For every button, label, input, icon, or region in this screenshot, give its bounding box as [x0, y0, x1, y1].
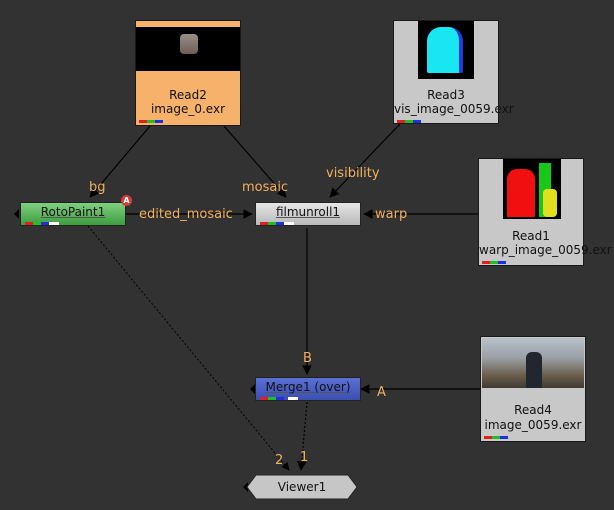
channel-indicator [288, 397, 298, 400]
viewer-node[interactable] [246, 474, 358, 500]
channel-indicator [397, 120, 405, 123]
rotopaint-label: RotoPaint1 [40, 205, 106, 219]
read1-thumbnail [503, 159, 561, 219]
viewer-label: Viewer1 [277, 480, 327, 494]
channel-indicator [49, 222, 59, 225]
channel-indicator [405, 120, 413, 123]
merge-node[interactable]: Merge1 (over) [255, 377, 361, 401]
channel-indicator [484, 436, 492, 439]
read4-thumbnail [482, 338, 584, 388]
channel-indicator [155, 120, 163, 123]
channel-indicator [276, 397, 284, 400]
input-arrow-rotopaint [14, 209, 19, 219]
channel-indicator [500, 436, 508, 439]
channel-indicator [25, 222, 33, 225]
read3-title: Read3 [427, 88, 465, 102]
edge-read2-rotopaint[interactable] [89, 125, 151, 198]
channel-indicator [33, 222, 41, 225]
read3-filename: vis_image_0059.exr [394, 102, 514, 116]
read2-title: Read2 [169, 88, 207, 102]
edge-merge-viewer[interactable] [296, 401, 308, 471]
channel-indicator [268, 397, 276, 400]
edge-read2-filmunroll[interactable] [223, 125, 287, 198]
read1-title: Read1 [512, 229, 550, 243]
channel-indicator [268, 222, 276, 225]
channel-indicator [284, 222, 294, 225]
read4-filename: image_0059.exr [484, 418, 582, 432]
edge-label-mosaic: mosaic [242, 180, 289, 195]
read3-thumbnail [418, 21, 474, 79]
read3-node[interactable]: Read3 vis_image_0059.exr [393, 20, 514, 124]
read2-node[interactable]: Read2 image_0.exr [135, 20, 241, 126]
channel-indicator [41, 222, 49, 225]
edge-label-a: A [377, 385, 386, 400]
warp-image-detail [543, 189, 557, 217]
animation-badge: A [121, 195, 132, 206]
channel-indicator [490, 261, 498, 264]
face-image [180, 34, 198, 54]
channel-indicator [260, 397, 268, 400]
edge-label-visibility: visibility [326, 166, 380, 181]
read1-filename: warp_image_0059.exr [479, 243, 612, 257]
edge-read3-filmunroll[interactable] [329, 123, 401, 198]
channel-indicator [482, 261, 490, 264]
input-arrow-viewer [243, 482, 248, 492]
read2-filename: image_0.exr [150, 102, 226, 116]
rotopaint-node[interactable]: RotoPaint1 [20, 202, 126, 226]
channel-indicator [413, 120, 421, 123]
read4-node[interactable]: Read4 image_0059.exr [480, 336, 586, 442]
channel-indicator [276, 222, 284, 225]
edge-rotopaint-viewer[interactable] [87, 225, 290, 471]
visibility-mask-image [427, 27, 463, 73]
filmunroll-node[interactable]: filmunroll1 [255, 202, 361, 226]
channel-indicator [498, 261, 506, 264]
edge-label-input-2: 2 [275, 453, 284, 468]
channel-indicator [139, 120, 147, 123]
read4-title: Read4 [514, 403, 552, 417]
merge-label: Merge1 (over) [265, 380, 351, 394]
person-image [526, 352, 542, 388]
edge-label-input-1: 1 [300, 450, 309, 465]
edge-label-b: B [303, 351, 312, 366]
edge-label-bg: bg [89, 180, 106, 195]
channel-indicator [492, 436, 500, 439]
read2-thumbnail [136, 27, 240, 71]
filmunroll-label: filmunroll1 [275, 205, 341, 219]
warp-image [507, 169, 535, 217]
edge-label-warp: warp [375, 207, 408, 222]
channel-indicator [260, 222, 268, 225]
read1-node[interactable]: Read1 warp_image_0059.exr [478, 158, 612, 266]
channel-indicator [147, 120, 155, 123]
input-arrow-merge [250, 384, 255, 394]
edge-label-edited-mosaic: edited_mosaic [139, 207, 233, 222]
